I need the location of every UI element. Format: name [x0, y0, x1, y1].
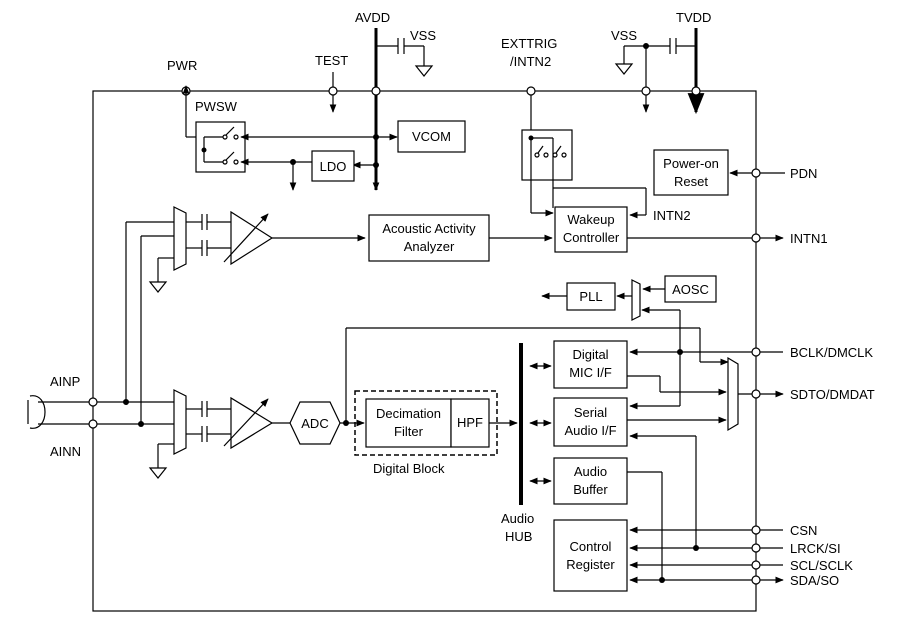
- exttrig-label-1: EXTTRIG: [501, 36, 557, 51]
- avdd-supply: AVDD VSS: [352, 10, 436, 191]
- output-mux: [727, 356, 739, 432]
- audio-buffer-text-2: Buffer: [573, 482, 608, 497]
- vcom-text: VCOM: [412, 129, 451, 144]
- pll-block: [566, 282, 616, 311]
- lower-input-mux: [173, 389, 187, 455]
- sdto-pin: SDTO/DMDAT: [790, 387, 875, 402]
- exttrig-label-2: /INTN2: [510, 54, 551, 69]
- scl-pin: SCL/SCLK: [790, 558, 853, 573]
- aosc-text: AOSC: [672, 282, 709, 297]
- audio-hub-label-2: HUB: [505, 529, 532, 544]
- lower-pga: [230, 396, 274, 450]
- audio-buffer-text-1: Audio: [574, 464, 607, 479]
- decimation-text-2: Filter: [394, 424, 424, 439]
- intn1-pin: INTN1: [790, 231, 828, 246]
- exttrig-switch: [521, 129, 647, 215]
- upper-analog-path: [126, 206, 366, 293]
- analog-inputs: AINP AINN: [27, 222, 174, 459]
- hpf-text: HPF: [457, 415, 483, 430]
- wakeup-text-1: Wakeup: [567, 212, 614, 227]
- audio-buffer-block: [553, 457, 628, 505]
- exttrig-pin: EXTTRIG /INTN2: [501, 36, 557, 130]
- pwr-label: PWR: [167, 58, 197, 73]
- pwsw-box: [195, 121, 246, 173]
- digital-mic-text-1: Digital: [572, 347, 608, 362]
- serial-audio-if-block: [553, 397, 628, 447]
- wakeup-controller-block: [554, 206, 628, 253]
- pll-text: PLL: [579, 289, 602, 304]
- audio-hub-label-1: Audio: [501, 511, 534, 526]
- intn2-label: INTN2: [653, 208, 691, 223]
- microphone-icon: [29, 395, 46, 429]
- power-on-reset-block: [653, 149, 729, 196]
- decimation-text-1: Decimation: [376, 406, 441, 421]
- bclk-pin: BCLK/DMCLK: [790, 345, 873, 360]
- vss-right-label: VSS: [611, 28, 637, 43]
- power-on-reset-text-1: Power-on: [663, 156, 719, 171]
- acoustic-text-1: Acoustic Activity: [382, 221, 476, 236]
- ground-icon: [148, 281, 168, 293]
- control-register-text-1: Control: [570, 539, 612, 554]
- digital-mic-text-2: MIC I/F: [569, 365, 612, 380]
- test-label: TEST: [315, 53, 348, 68]
- sda-pin: SDA/SO: [790, 573, 839, 588]
- control-register-text-2: Register: [566, 557, 615, 572]
- ground-icon: [614, 63, 634, 75]
- serial-audio-text-2: Audio I/F: [564, 423, 616, 438]
- aosc-block: [664, 275, 717, 303]
- pwsw-switch: PWSW: [195, 99, 376, 173]
- digital-mic-if-block: [553, 340, 628, 389]
- ainp-pin: AINP: [50, 374, 80, 389]
- lrck-pin: LRCK/SI: [790, 541, 841, 556]
- decimation-filter-block: [365, 398, 452, 448]
- digital-block-boundary: [354, 390, 498, 456]
- upper-pga: [230, 210, 274, 266]
- upper-input-mux: [173, 206, 187, 271]
- ldo-block: [311, 150, 355, 182]
- pwr-pin: PWR: [167, 58, 200, 138]
- ainn-pin: AINN: [50, 444, 81, 459]
- chip-outline: [92, 90, 757, 612]
- lower-analog-path: [148, 389, 290, 479]
- serial-audio-text-1: Serial: [574, 405, 607, 420]
- ldo-text: LDO: [320, 159, 347, 174]
- control-register-block: [553, 519, 628, 592]
- ground-icon: [148, 467, 168, 479]
- power-on-reset-text-2: Reset: [674, 174, 708, 189]
- vcom-block: [397, 120, 466, 153]
- tvdd-supply: TVDD VSS: [611, 10, 711, 115]
- csn-pin: CSN: [790, 523, 817, 538]
- digital-block-label: Digital Block: [373, 461, 445, 476]
- adc-text: ADC: [301, 416, 328, 431]
- test-pin: TEST: [315, 53, 348, 113]
- ground-icon: [414, 65, 434, 77]
- pwsw-label: PWSW: [195, 99, 238, 114]
- avdd-label: AVDD: [355, 10, 390, 25]
- vss-top-label: VSS: [410, 28, 436, 43]
- wakeup-text-2: Controller: [563, 230, 620, 245]
- clock-mux: [631, 279, 641, 321]
- tvdd-label: TVDD: [676, 10, 711, 25]
- acoustic-text-2: Analyzer: [404, 239, 455, 254]
- pdn-pin: PDN: [790, 166, 817, 181]
- acoustic-analyzer-block: [368, 214, 490, 262]
